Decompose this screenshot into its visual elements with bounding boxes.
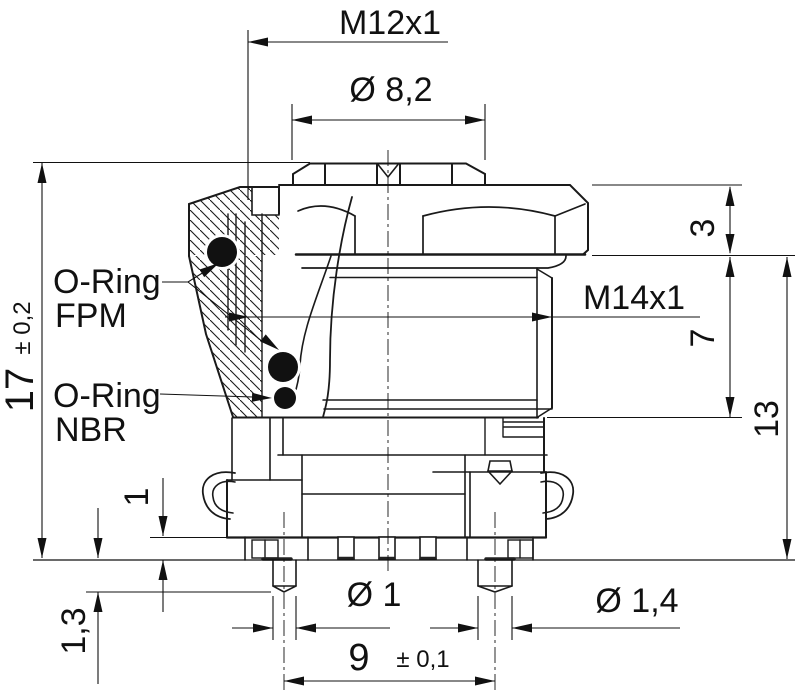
- label-m14x1: M14x1: [583, 279, 685, 317]
- label-9-tol: ± 0,1: [396, 646, 449, 673]
- labels: M12x1 Ø 8,2 3 M14x1 7 13 17 ± 0,2 1 1,3 …: [0, 4, 786, 679]
- solder-pins: [261, 536, 516, 561]
- seal-curve-inner: [287, 255, 332, 411]
- callout-oring-nbr-1: O-Ring: [53, 377, 161, 415]
- label-dia-8-2: Ø 8,2: [349, 71, 432, 109]
- washer: [301, 254, 567, 269]
- latch-left: [201, 471, 236, 520]
- o-rings: [204, 234, 301, 412]
- o-ring-nbr: [274, 387, 296, 409]
- label-m12x1: M12x1: [339, 4, 441, 42]
- callout-oring-fpm-2: FPM: [55, 297, 127, 335]
- locating-peg-left: [272, 559, 297, 593]
- label-9: 9: [348, 637, 369, 679]
- label-17-tol: ± 0,2: [9, 301, 36, 354]
- dimension-lines: [33, 30, 795, 684]
- hex-nut: [278, 184, 589, 256]
- label-3: 3: [684, 219, 722, 238]
- section-hatching: [189, 187, 279, 417]
- locating-peg-right: [477, 559, 513, 593]
- o-ring-fpm-lower: [268, 352, 298, 382]
- o-ring-fpm-upper: [207, 237, 237, 267]
- centerlines: [283, 150, 496, 691]
- label-17: 17: [0, 368, 42, 413]
- label-dia-1: Ø 1: [347, 576, 402, 614]
- plug-tip: [292, 162, 486, 186]
- label-dia-1-4: Ø 1,4: [595, 582, 678, 620]
- label-1-3: 1,3: [55, 607, 93, 654]
- arrowheads: [37, 37, 792, 686]
- connector-outline: [188, 162, 589, 593]
- callout-oring-fpm-1: O-Ring: [53, 263, 161, 301]
- seal-curve-outer: [322, 196, 353, 418]
- set-screw: [487, 460, 513, 472]
- callout-oring-nbr-2: NBR: [55, 411, 127, 449]
- label-13: 13: [748, 400, 786, 438]
- clamp-ring: [188, 186, 280, 257]
- latch-right: [540, 471, 575, 520]
- label-1: 1: [118, 488, 156, 507]
- label-7: 7: [684, 329, 722, 348]
